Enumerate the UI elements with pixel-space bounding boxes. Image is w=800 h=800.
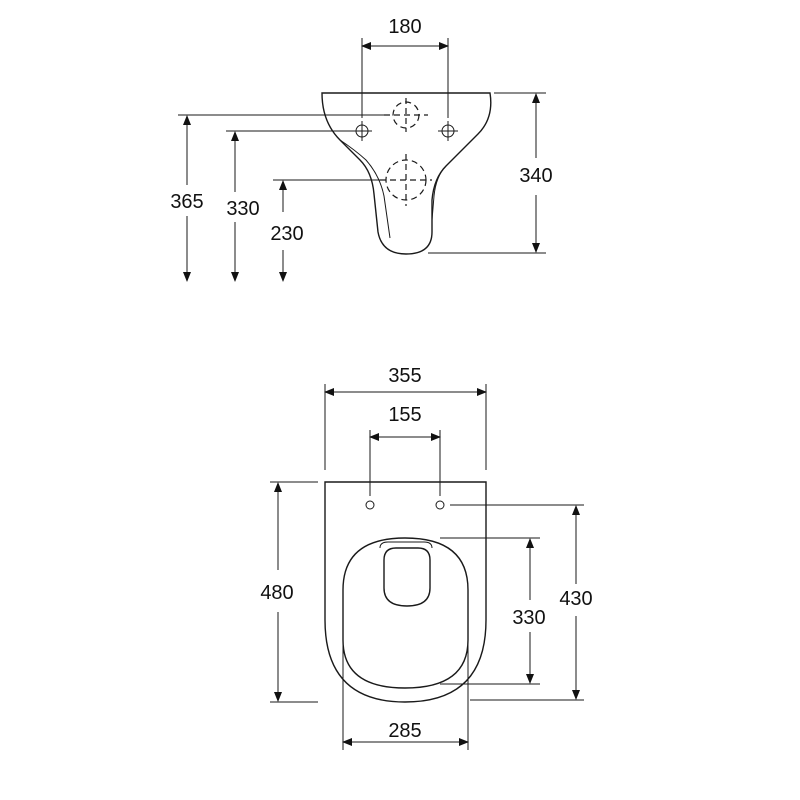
rim-opening	[342, 537, 469, 689]
wc-front-outline	[321, 92, 492, 255]
water-trap-rim	[379, 541, 433, 549]
dim-label-340: 340	[519, 165, 552, 187]
dim-label-180: 180	[388, 16, 421, 38]
bolt-hole-right	[438, 121, 458, 141]
wc-inner-contour	[339, 139, 391, 239]
dim-label-480: 480	[260, 582, 293, 604]
hinge-hole-right	[435, 500, 445, 510]
dim-label-285: 285	[388, 720, 421, 742]
dim-label-430: 430	[559, 588, 592, 610]
dim-label-365: 365	[170, 191, 203, 213]
dim-label-355: 355	[388, 365, 421, 387]
top-view: 180 365 330 230 340	[170, 16, 553, 282]
plan-view: 355 155 480 430 330 285	[260, 365, 593, 750]
wc-inner-contour-right	[431, 165, 447, 221]
water-trap-opening	[383, 547, 431, 607]
dim-label-330-top: 330	[226, 198, 259, 220]
dim-label-330-plan: 330	[512, 607, 545, 629]
hinge-hole-left	[365, 500, 375, 510]
wc-plan-outline	[324, 481, 487, 703]
bolt-hole-left	[352, 121, 372, 141]
dim-label-230: 230	[270, 223, 303, 245]
dim-label-155: 155	[388, 404, 421, 426]
